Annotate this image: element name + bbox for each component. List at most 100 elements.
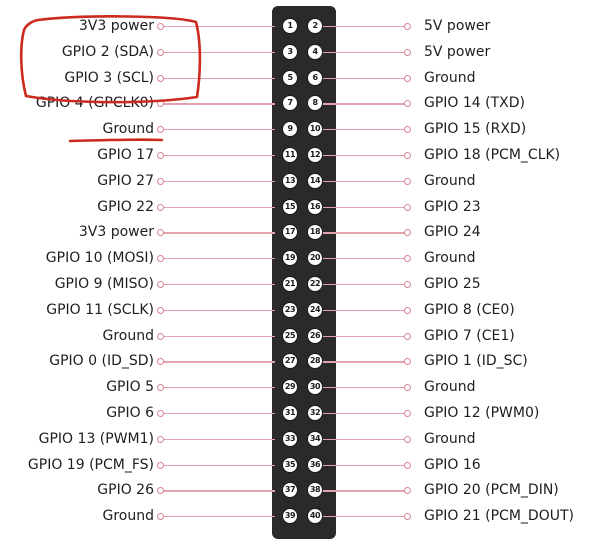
pin-even: 8 (307, 95, 323, 112)
pin-even: 12 (307, 147, 323, 163)
pin-odd: 25 (282, 327, 298, 344)
connector-line (320, 180, 406, 182)
connector-end (157, 410, 164, 417)
pin-label-right: GPIO 23 (424, 198, 481, 215)
connector-line (320, 284, 406, 286)
pin-label-right: GPIO 25 (424, 276, 481, 292)
pin-even: 40 (307, 508, 323, 525)
pin-label-right: Ground (424, 379, 476, 396)
connector-line (163, 103, 275, 105)
pin-label-right: GPIO 14 (TXD) (424, 95, 526, 112)
pin-label-right: GPIO 21 (PCM_DOUT) (424, 508, 574, 525)
pin-label-left: GPIO 10 (MOSI) (45, 250, 154, 267)
connector-line (163, 232, 275, 234)
pin-label-right: GPIO 24 (424, 224, 481, 241)
pin-label-right: GPIO 20 (PCM_DIN) (424, 482, 559, 499)
connector-end (157, 461, 164, 469)
pin-odd: 35 (282, 456, 298, 473)
connector-end (404, 332, 411, 340)
connector-line (163, 464, 275, 466)
connector-end (157, 74, 164, 82)
connector-line (320, 51, 406, 53)
connector-end (404, 177, 411, 185)
pin-label-left: GPIO 0 (ID_SD) (49, 353, 154, 370)
pin-even: 24 (307, 301, 323, 318)
connector-end (404, 152, 411, 159)
pin-label-right: Ground (424, 250, 476, 267)
connector-line (163, 258, 275, 260)
connector-line (320, 516, 406, 518)
pin-odd: 15 (282, 198, 298, 215)
connector-line (163, 490, 275, 492)
pin-label-right: 5V power (424, 43, 491, 60)
pin-odd: 39 (282, 508, 298, 525)
connector-line (163, 206, 275, 208)
pin-even: 26 (307, 327, 323, 344)
connector-end (404, 384, 411, 392)
pin-label-right: GPIO 18 (PCM_CLK) (424, 147, 561, 163)
pin-label-left: GPIO 9 (MISO) (54, 276, 154, 292)
connector-end (157, 384, 164, 392)
pin-label-right: GPIO 8 (CE0) (424, 301, 515, 318)
connector-line (320, 129, 406, 131)
pin-even: 30 (307, 379, 323, 396)
pin-odd: 3 (282, 43, 298, 60)
connector-line (163, 155, 275, 157)
connector-line (320, 464, 406, 466)
connector-line (163, 361, 275, 363)
pin-label-right: GPIO 16 (424, 456, 481, 473)
connector-end (404, 435, 411, 443)
connector-end (404, 23, 411, 30)
connector-end (157, 126, 164, 134)
pin-even: 36 (307, 456, 323, 473)
pin-odd: 7 (282, 95, 298, 112)
connector-line (163, 26, 275, 28)
pin-label-right: GPIO 1 (ID_SC) (424, 353, 528, 370)
connector-end (157, 255, 164, 263)
pin-label-right: GPIO 7 (CE1) (424, 327, 515, 344)
pin-label-left: GPIO 2 (SDA) (61, 43, 154, 60)
pin-even: 16 (307, 198, 323, 215)
connector-line (163, 51, 275, 53)
connector-line (320, 103, 406, 105)
connector-line (163, 516, 275, 518)
connector-line (320, 77, 406, 79)
pin-even: 34 (307, 430, 323, 447)
connector-end (404, 410, 411, 417)
connector-line (320, 361, 406, 363)
pin-label-right: GPIO 12 (PWM0) (424, 405, 540, 421)
pin-even: 22 (307, 276, 323, 292)
connector-line (320, 155, 406, 157)
pin-odd: 31 (282, 405, 298, 421)
pin-label-right: Ground (424, 430, 476, 447)
pin-label-left: GPIO 4 (GPCLK0) (35, 95, 154, 112)
connector-line (320, 387, 406, 389)
pin-label-left: Ground (102, 327, 155, 344)
pin-label-left: GPIO 11 (SCLK) (46, 301, 154, 318)
connector-end (404, 100, 411, 108)
pin-label-left: 3V3 power (78, 18, 154, 34)
pin-even: 10 (307, 121, 323, 138)
connector-line (163, 284, 275, 286)
connector-line (320, 206, 406, 208)
connector-end (157, 177, 164, 185)
pin-label-right: GPIO 15 (RXD) (424, 121, 527, 138)
connector-line (320, 438, 406, 440)
pin-label-left: GPIO 3 (SCL) (64, 69, 154, 86)
connector-end (404, 126, 411, 134)
gpio-header-connector (272, 6, 336, 539)
pin-odd: 1 (282, 18, 298, 34)
pin-even: 28 (307, 353, 323, 370)
connector-end (404, 229, 411, 237)
connector-line (163, 129, 275, 131)
